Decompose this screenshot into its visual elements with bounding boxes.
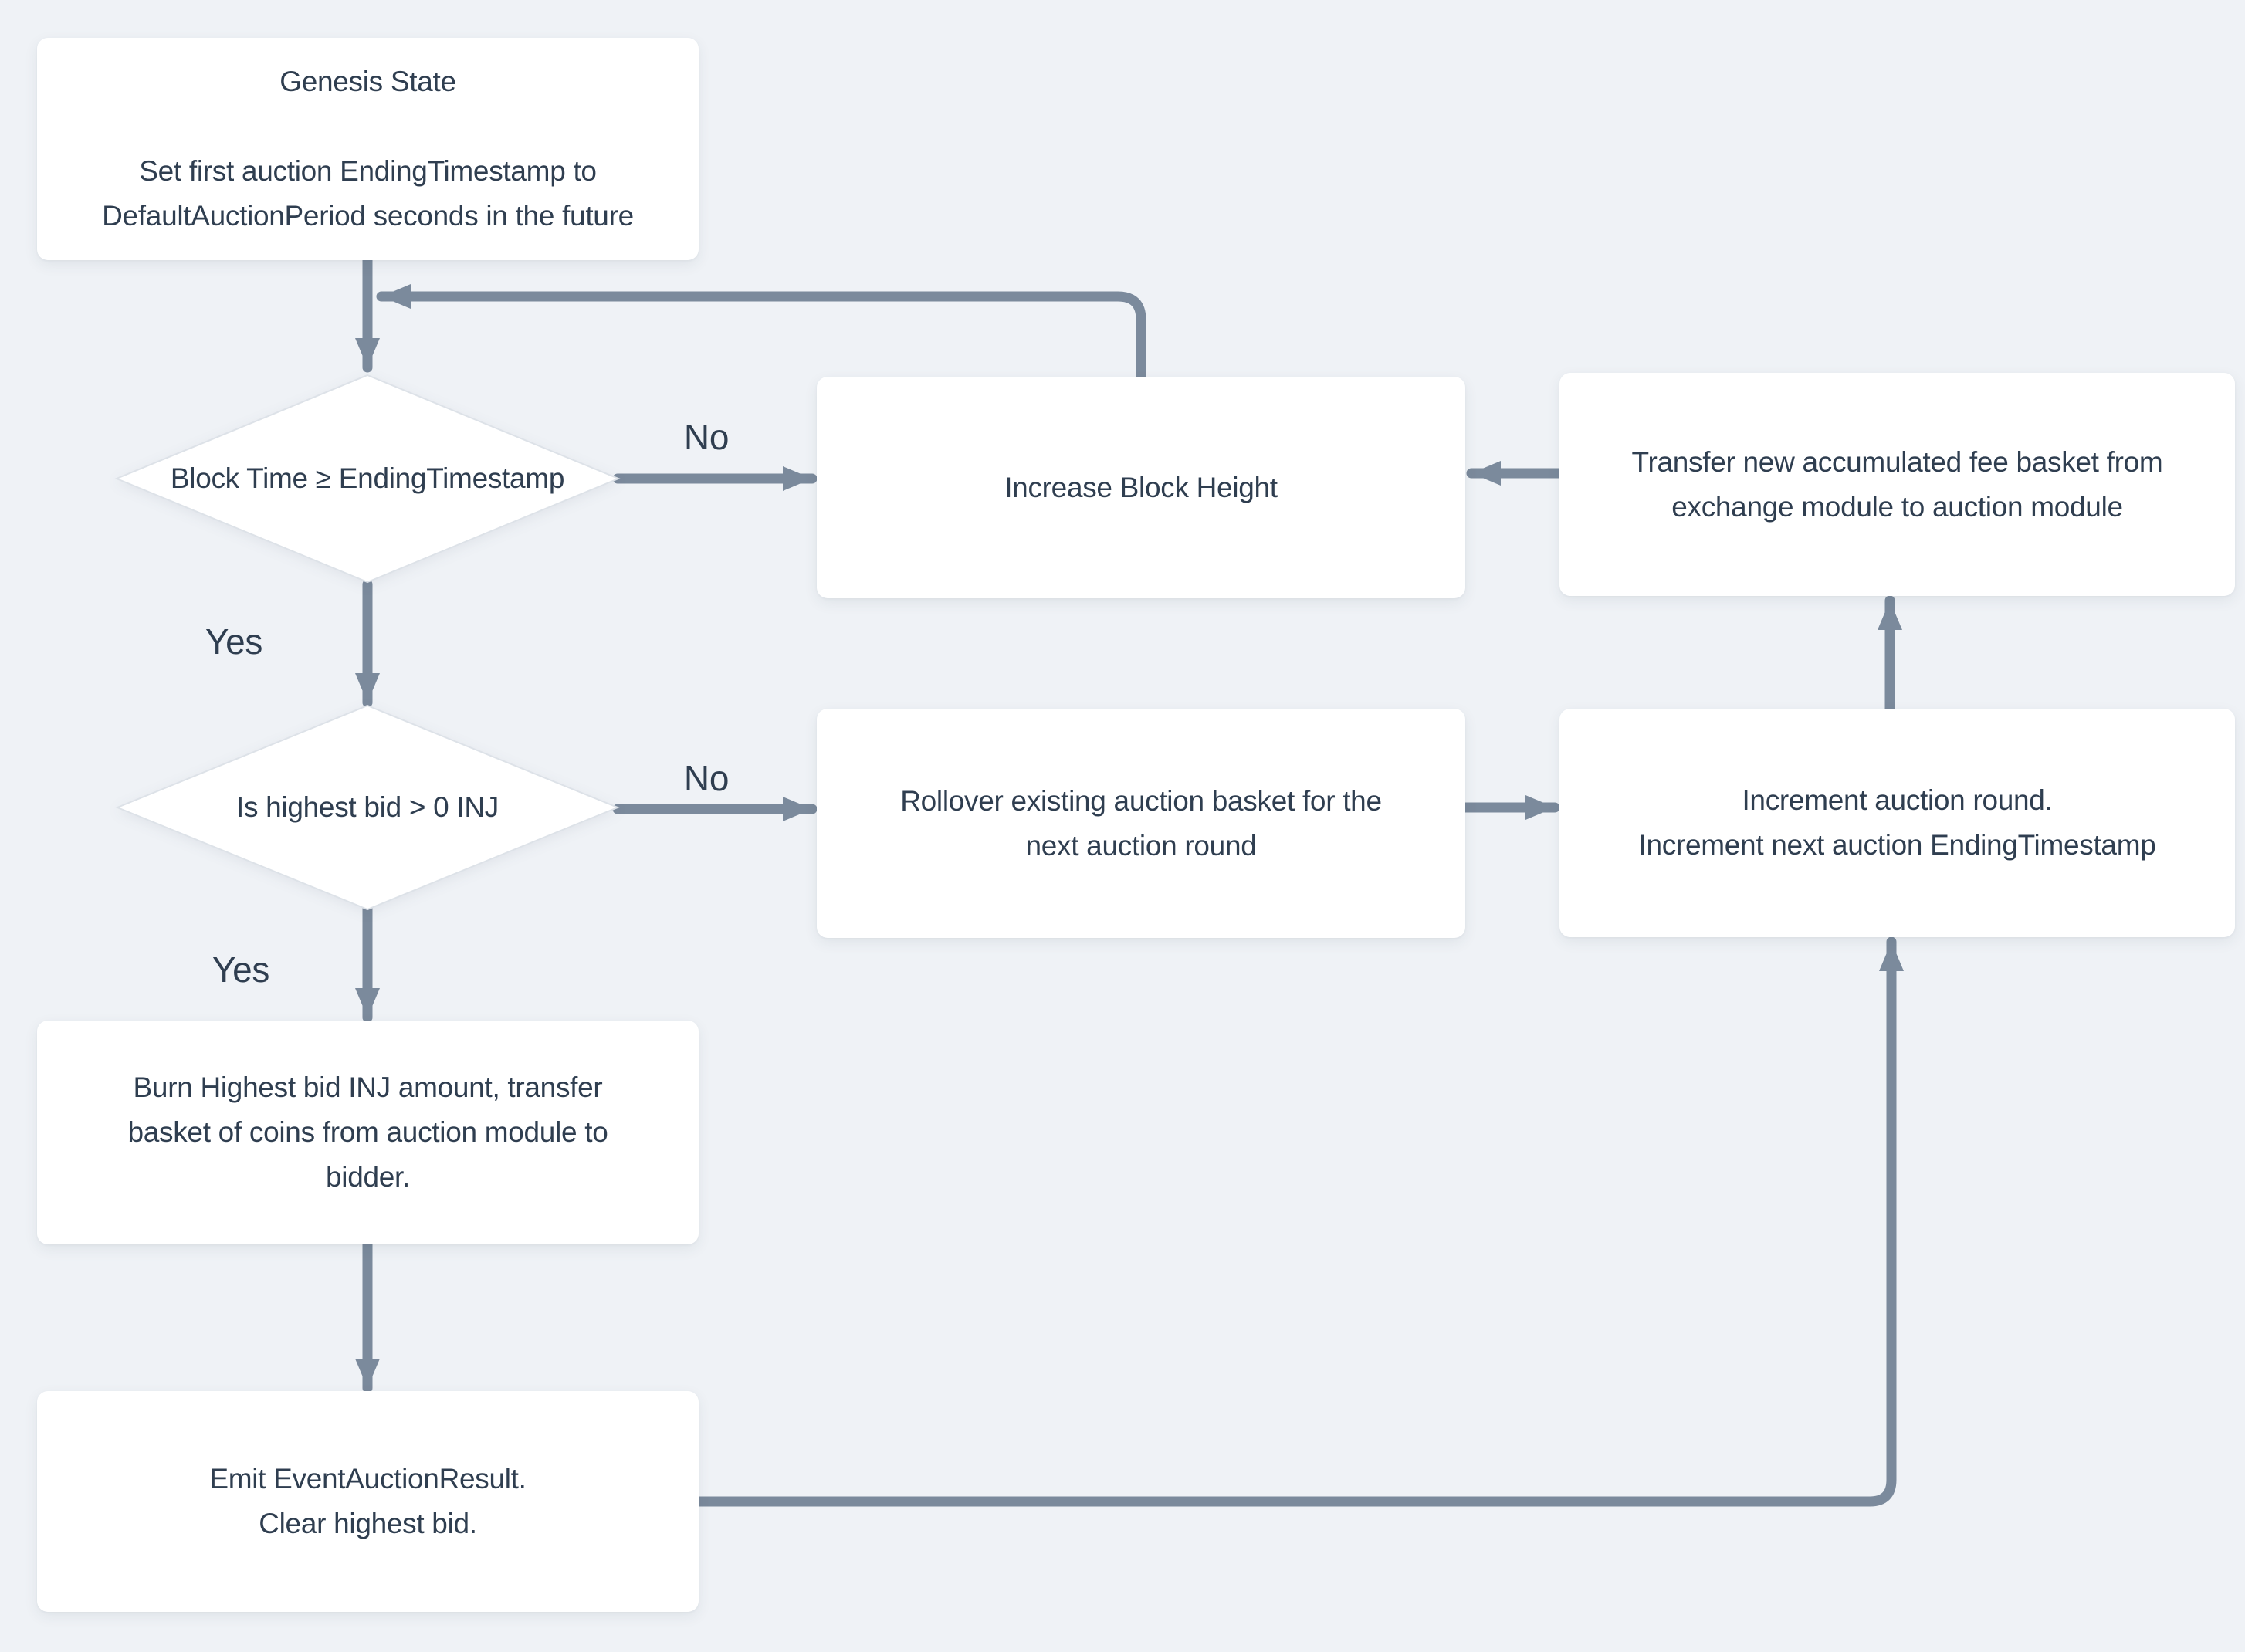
node-text-line: Rollover existing auction basket for the [900, 784, 1382, 817]
node-text-line: Clear highest bid. [259, 1508, 477, 1539]
node-genesis-state: Genesis State Set first auction EndingTi… [37, 38, 699, 260]
node-text-line: Genesis State [279, 66, 456, 97]
node-text-line: next auction round [1025, 829, 1257, 862]
node-text-line: Increase Block Height [1004, 471, 1278, 503]
node-text-line: exchange module to auction module [1671, 490, 2123, 523]
edge-label-no-highest-bid: No [683, 758, 730, 798]
decision-label-highest-bid: Is highest bid > 0 INJ [236, 791, 499, 823]
node-text-line: Set first auction EndingTimestamp to [139, 155, 597, 187]
node-text-line: DefaultAuctionPeriod seconds in the futu… [102, 200, 634, 232]
node-text-line: Increment auction round. [1742, 784, 2053, 816]
decision-diamond-block-time [114, 374, 621, 584]
node-increase-block-height: Increase Block Height [817, 377, 1465, 598]
node-text-line: Increment next auction EndingTimestamp [1638, 829, 2156, 861]
edge-label-yes-highest-bid: Yes [212, 950, 270, 990]
node-text-line: Burn Highest bid INJ amount, transfer [133, 1071, 603, 1103]
decision-label-block-time: Block Time ≥ EndingTimestamp [170, 462, 565, 494]
edge-label-no-block-time: No [683, 417, 730, 457]
node-emit-auction-result: Emit EventAuctionResult. Clear highest b… [37, 1391, 699, 1612]
node-rollover-basket: Rollover existing auction basket for the… [817, 709, 1465, 938]
node-increment-round: Increment auction round. Increment next … [1559, 709, 2235, 937]
node-text-line: bidder. [326, 1161, 410, 1193]
node-transfer-fee-basket: Transfer new accumulated fee basket from… [1559, 373, 2235, 596]
decision-diamond-highest-bid [115, 704, 620, 911]
edge-label-yes-block-time: Yes [205, 621, 263, 662]
edge-emit-loop-to-increment [689, 936, 1904, 1507]
node-burn-highest-bid: Burn Highest bid INJ amount, transfer ba… [37, 1021, 699, 1244]
node-text-line: Emit EventAuctionResult. [209, 1463, 527, 1495]
node-text-line: Transfer new accumulated fee basket from [1631, 445, 2163, 478]
edge-increase-loop-to-blocktime [376, 284, 1146, 387]
node-text-line: basket of coins from auction module to [127, 1116, 608, 1148]
node-text-line [37, 104, 699, 149]
